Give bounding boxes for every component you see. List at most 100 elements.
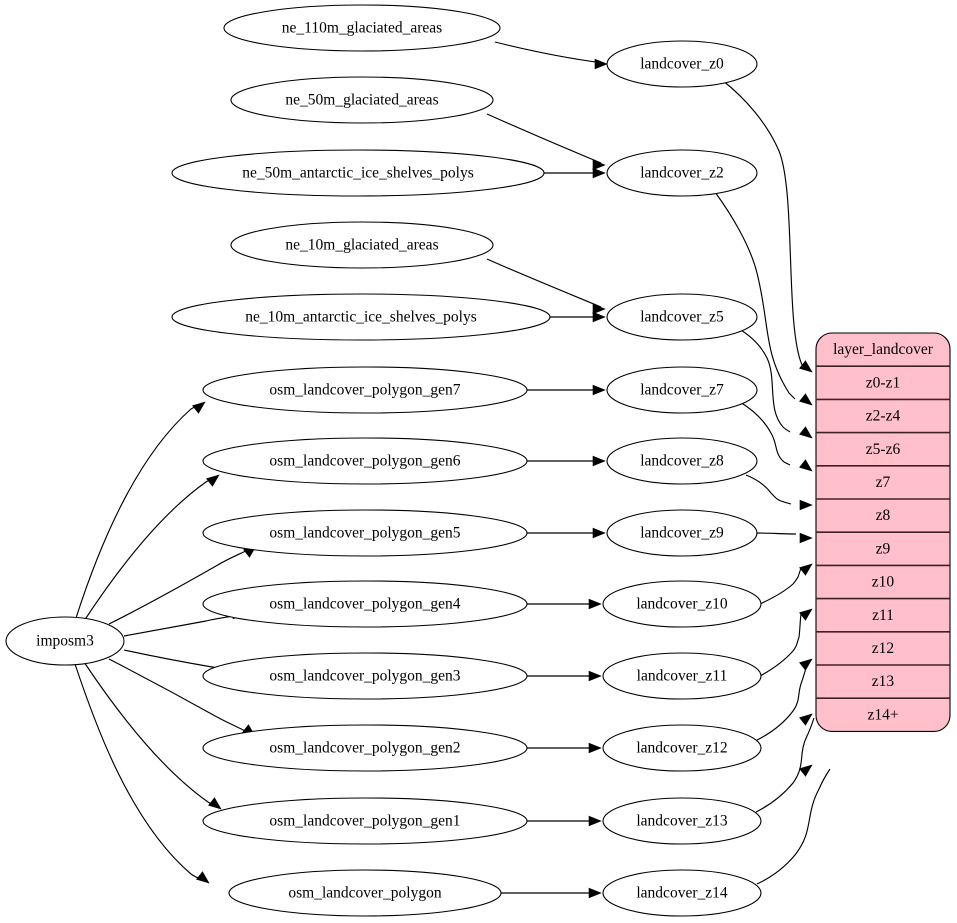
mid-node-landcover_z0[interactable]: landcover_z0 <box>606 40 758 88</box>
input-node-ne_10m_antarctic_ice_shelves_polys[interactable]: ne_10m_antarctic_ice_shelves_polys <box>171 293 551 341</box>
ellipse-landcover_z10 <box>602 580 762 628</box>
edge-imposm3-to-osm_landcover_polygon <box>74 663 206 882</box>
label-osm_landcover_polygon: osm_landcover_polygon <box>288 885 442 902</box>
label-osm_landcover_polygon_gen1: osm_landcover_polygon_gen1 <box>269 813 460 830</box>
mid-node-landcover_z10[interactable]: landcover_z10 <box>602 580 762 628</box>
ellipse-osm_landcover_polygon <box>228 869 502 917</box>
arrow-to-gen1 <box>208 797 222 810</box>
input-node-osm_landcover_polygon_gen7[interactable]: osm_landcover_polygon_gen7 <box>202 366 528 414</box>
label-landcover_z0: landcover_z0 <box>640 56 724 73</box>
layer-table-row-z8[interactable]: z8 <box>876 507 891 524</box>
edge-landcover_z9-to-layer_landcover_row_5 <box>756 532 797 535</box>
arrow-table-row-5 <box>799 532 813 544</box>
mid-node-landcover_z2[interactable]: landcover_z2 <box>606 149 758 197</box>
label-landcover_z10: landcover_z10 <box>636 596 727 613</box>
ellipse-osm_landcover_polygon_gen4 <box>202 580 528 628</box>
arrow-table-row-7 <box>799 608 813 621</box>
layer-table-row-z14+[interactable]: z14+ <box>867 706 898 723</box>
mid-node-landcover_z14[interactable]: landcover_z14 <box>602 869 762 917</box>
ellipse-ne_10m_antarctic_ice_shelves_polys <box>171 293 551 341</box>
edge-landcover_z13-to-layer_landcover_row_9 <box>755 717 815 813</box>
label-ne_10m_antarctic_ice_shelves_polys: ne_10m_antarctic_ice_shelves_polys <box>245 309 477 326</box>
label-ne_110m_glaciated_areas: ne_110m_glaciated_areas <box>282 20 442 37</box>
edge-landcover_z7-to-layer_landcover_row_3 <box>739 401 791 466</box>
layer-table-row-z0-z1[interactable]: z0-z1 <box>866 374 900 391</box>
input-node-ne_50m_antarctic_ice_shelves_polys[interactable]: ne_50m_antarctic_ice_shelves_polys <box>171 149 545 197</box>
label-ne_50m_antarctic_ice_shelves_polys: ne_50m_antarctic_ice_shelves_polys <box>242 165 474 182</box>
layer-table-row-z11[interactable]: z11 <box>872 607 894 624</box>
edge-ne_110m_glaciated_areas-to-landcover_z0 <box>494 41 604 64</box>
edge-ne_50m_glaciated_areas-to-landcover_z2 <box>486 113 602 164</box>
label-osm_landcover_polygon_gen4: osm_landcover_polygon_gen4 <box>269 596 460 613</box>
edge-imposm3-to-osm_landcover_polygon_gen7 <box>75 403 202 619</box>
layer-table-row-z9[interactable]: z9 <box>876 540 891 557</box>
input-node-osm_landcover_polygon_gen5[interactable]: osm_landcover_polygon_gen5 <box>202 509 528 557</box>
ellipse-imposm3 <box>5 616 125 666</box>
layer-table-row-z2-z4[interactable]: z2-z4 <box>866 408 901 425</box>
arrow-to-gen7 <box>192 401 206 414</box>
label-landcover_z9: landcover_z9 <box>640 525 724 542</box>
input-node-osm_landcover_polygon_gen4[interactable]: osm_landcover_polygon_gen4 <box>202 580 528 628</box>
input-node-ne_10m_glaciated_areas[interactable]: ne_10m_glaciated_areas <box>230 221 494 269</box>
ellipse-ne_50m_glaciated_areas <box>230 76 494 124</box>
layer-landcover-table[interactable]: layer_landcoverz0-z1z2-z4z5-z6z7z8z9z10z… <box>815 332 951 732</box>
edge-landcover_z10-to-layer_landcover_row_6 <box>759 567 802 605</box>
label-landcover_z14: landcover_z14 <box>636 885 727 902</box>
mid-node-landcover_z5[interactable]: landcover_z5 <box>606 293 758 341</box>
label-landcover_z13: landcover_z13 <box>636 813 727 830</box>
arrow-to-landcover_z2-a <box>592 159 606 171</box>
input-node-osm_landcover_polygon_gen1[interactable]: osm_landcover_polygon_gen1 <box>202 797 528 845</box>
label-landcover_z5: landcover_z5 <box>640 309 724 326</box>
arrow-table-row-9 <box>799 713 813 726</box>
input-node-ne_110m_glaciated_areas[interactable]: ne_110m_glaciated_areas <box>223 4 501 52</box>
arrow-to-landcover_z5-b <box>592 311 606 323</box>
input-node-osm_landcover_polygon_gen2[interactable]: osm_landcover_polygon_gen2 <box>202 724 528 772</box>
input-node-osm_landcover_polygon[interactable]: osm_landcover_polygon <box>228 869 502 917</box>
ellipse-osm_landcover_polygon_gen7 <box>202 366 528 414</box>
label-landcover_z7: landcover_z7 <box>640 382 724 399</box>
layer-table-row-z12[interactable]: z12 <box>872 640 894 657</box>
edge-imposm3-to-osm_landcover_polygon_gen2 <box>108 658 252 735</box>
mid-node-landcover_z7[interactable]: landcover_z7 <box>606 366 758 414</box>
edge-imposm3-to-osm_landcover_polygon_gen5 <box>108 547 253 625</box>
ellipse-ne_50m_antarctic_ice_shelves_polys <box>171 149 545 197</box>
edge-ne_10m_glaciated_areas-to-landcover_z5 <box>486 258 602 308</box>
mid-node-landcover_z8[interactable]: landcover_z8 <box>606 437 758 485</box>
layer-table-row-z5-z6[interactable]: z5-z6 <box>866 441 901 458</box>
mid-node-landcover_z9[interactable]: landcover_z9 <box>606 509 758 557</box>
arrow-to-gen6 <box>206 474 220 487</box>
arrow-to-landcover_z8 <box>592 455 606 467</box>
mid-node-landcover_z12[interactable]: landcover_z12 <box>602 724 762 772</box>
arrow-to-landcover_z9 <box>592 527 606 539</box>
label-ne_50m_glaciated_areas: ne_50m_glaciated_areas <box>285 92 438 109</box>
arrow-table-row-10 <box>799 764 813 777</box>
arrow-to-landcover_z7 <box>592 384 606 396</box>
label-landcover_z12: landcover_z12 <box>636 740 727 757</box>
arrow-to-landcover_z0 <box>594 58 608 70</box>
arrow-table-row-3 <box>799 459 813 472</box>
input-node-osm_landcover_polygon_gen6[interactable]: osm_landcover_polygon_gen6 <box>202 437 528 485</box>
ellipse-landcover_z13 <box>602 797 762 845</box>
input-node-ne_50m_glaciated_areas[interactable]: ne_50m_glaciated_areas <box>230 76 494 124</box>
source-node-imposm3[interactable]: imposm3 <box>5 616 125 666</box>
edge-imposm3-to-osm_landcover_polygon_gen4 <box>123 614 242 637</box>
ellipse-osm_landcover_polygon_gen3 <box>202 652 528 700</box>
layer-table-row-z13[interactable]: z13 <box>872 673 895 690</box>
label-imposm3: imposm3 <box>36 633 94 650</box>
label-ne_10m_glaciated_areas: ne_10m_glaciated_areas <box>285 237 438 254</box>
arrow-table-row-4 <box>799 499 813 511</box>
layer-table-row-z10[interactable]: z10 <box>872 574 895 591</box>
edge-landcover_z12-to-layer_landcover_row_8 <box>756 662 808 741</box>
ellipse-osm_landcover_polygon_gen2 <box>202 724 528 772</box>
ellipse-landcover_z12 <box>602 724 762 772</box>
mid-node-landcover_z13[interactable]: landcover_z13 <box>602 797 762 845</box>
input-node-osm_landcover_polygon_gen3[interactable]: osm_landcover_polygon_gen3 <box>202 652 528 700</box>
ellipse-landcover_z9 <box>606 509 758 557</box>
ellipse-landcover_z11 <box>602 652 762 700</box>
mid-node-landcover_z11[interactable]: landcover_z11 <box>602 652 762 700</box>
edge-imposm3-to-osm_landcover_polygon_gen1 <box>83 661 218 808</box>
arrow-to-polygon <box>196 871 210 884</box>
layer-table-row-z7[interactable]: z7 <box>876 474 891 491</box>
arrow-to-landcover_z14 <box>588 887 602 899</box>
